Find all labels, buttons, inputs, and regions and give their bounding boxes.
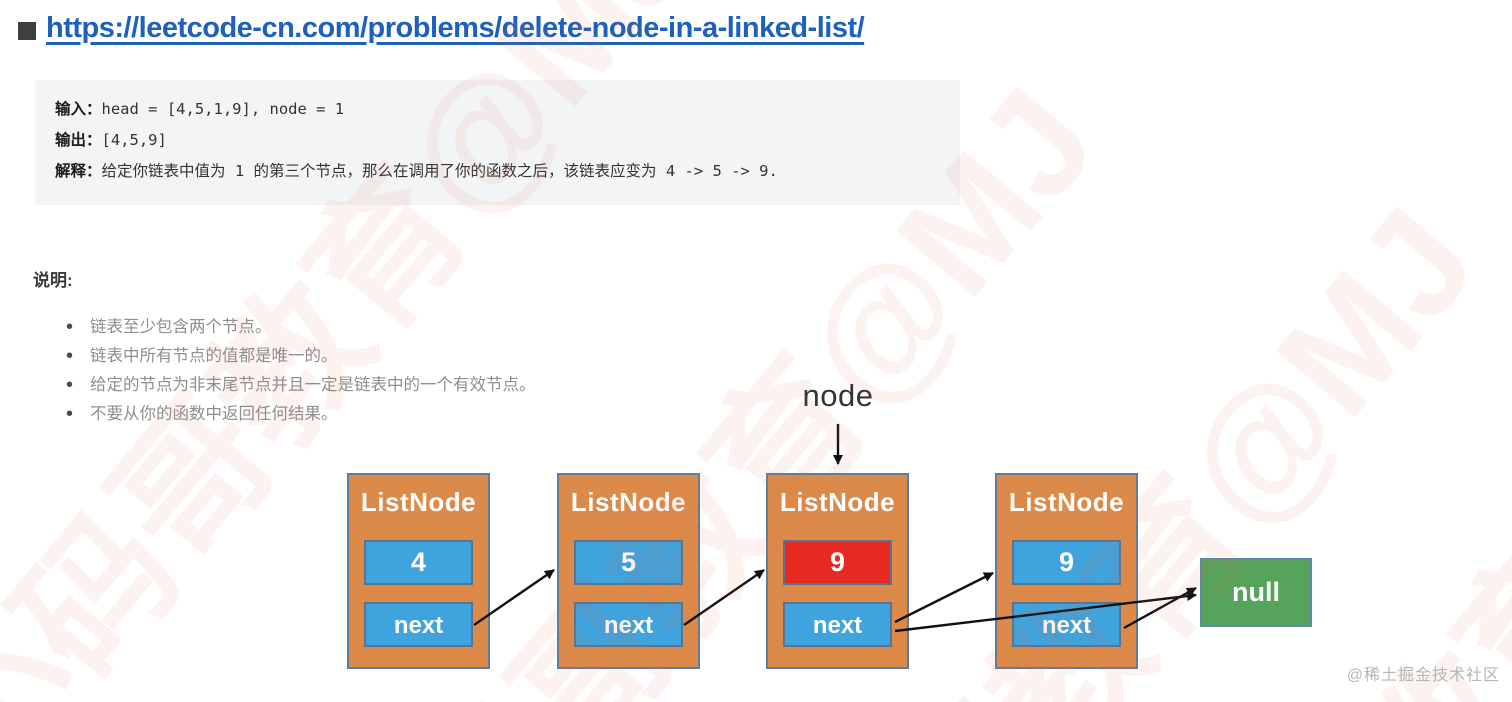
next-box: next [364,602,473,647]
notes-title: 说明: [33,271,73,290]
listnode-title: ListNode [570,487,687,517]
explanation-value: 给定你链表中值为 1 的第三个节点，那么在调用了你的函数之后，该链表应变为 4 … [101,162,778,180]
listnode-box-4: ListNode 9 next [995,473,1138,669]
listnode-title: ListNode [779,487,896,517]
next-box: next [574,602,683,647]
notes-list: 链表至少包含两个节点。 链表中所有节点的值都是唯一的。 给定的节点为非末尾节点并… [66,313,536,429]
next-box: next [1012,602,1121,647]
problem-url-link[interactable]: https://leetcode-cn.com/problems/delete-… [46,12,865,44]
input-label: 输入： [55,101,102,118]
output-value: [4,5,9] [101,131,167,149]
explanation-label: 解释： [55,163,102,180]
example-explanation-line: 解释：给定你链表中值为 1 的第三个节点，那么在调用了你的函数之后，该链表应变为… [55,156,960,187]
null-box: null [1200,558,1312,627]
input-value: head = [4,5,1,9], node = 1 [101,100,345,118]
list-item: 不要从你的函数中返回任何结果。 [66,400,536,429]
next-box: next [783,602,892,647]
list-item: 链表中所有节点的值都是唯一的。 [66,342,536,371]
listnode-box-3-target: ListNode 9 next [766,473,909,669]
example-output-line: 输出：[4,5,9] [55,125,960,156]
output-label: 输出： [55,132,102,149]
listnode-box-1: ListNode 4 next [347,473,490,669]
example-input-line: 输入：head = [4,5,1,9], node = 1 [55,94,960,125]
listnode-title: ListNode [1008,487,1125,517]
value-box-highlighted: 9 [783,540,892,585]
value-box: 9 [1012,540,1121,585]
list-bullet-square-icon [18,22,36,40]
community-credit-watermark: @稀土掘金技术社区 [1346,667,1500,684]
value-box: 5 [574,540,683,585]
listnode-title: ListNode [360,487,477,517]
value-box: 4 [364,540,473,585]
list-item: 链表至少包含两个节点。 [66,313,536,342]
example-block: 输入：head = [4,5,1,9], node = 1 输出：[4,5,9]… [35,80,960,205]
node-pointer-label: node [802,378,874,413]
list-item: 给定的节点为非末尾节点并且一定是链表中的一个有效节点。 [66,371,536,400]
listnode-box-2: ListNode 5 next [557,473,700,669]
arrow-node3-to-node4 [894,571,994,624]
